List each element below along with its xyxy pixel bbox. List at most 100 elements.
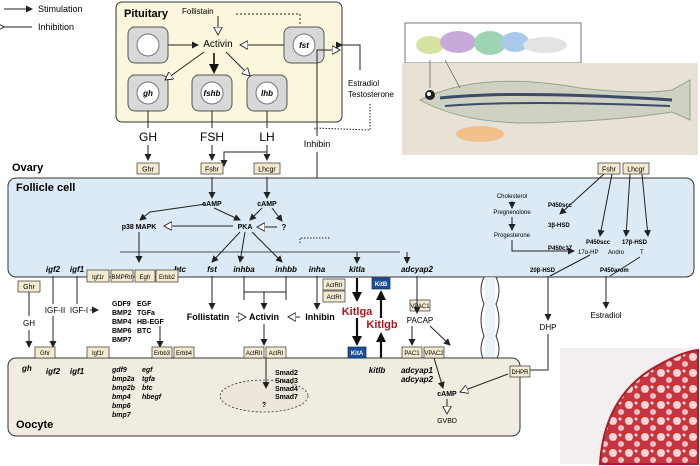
receptor-lhcgr-right: Lhcgr xyxy=(627,167,645,174)
oocyte-egf-gene: btc xyxy=(142,385,153,392)
gdf-list-item: BMP4 xyxy=(112,319,132,326)
egf-list-item: BTC xyxy=(137,328,151,335)
camp-2: cAMP xyxy=(257,201,277,208)
gene-inhba: inhba xyxy=(233,265,255,274)
oocyte-gene-gh: gh xyxy=(21,364,32,373)
middle-dhp: DHP xyxy=(540,323,557,332)
pituitary-title: Pituitary xyxy=(124,8,169,20)
legend-inhibition: Inhibition xyxy=(38,22,74,32)
oocyte-gene-igf1: igf1 xyxy=(70,367,85,376)
middle-inhibin: Inhibin xyxy=(305,312,335,322)
legend-stimulation: Stimulation xyxy=(38,4,83,14)
middle-kitlga: Kitlga xyxy=(342,306,373,318)
receptor-igf1r-oocyte: Igf1r xyxy=(92,351,104,357)
receptor-erbb3: Erbb3 xyxy=(154,351,171,357)
pit-fst-gene: fst xyxy=(299,41,309,50)
steroid-17ahp: 17α-HP xyxy=(578,250,598,256)
hormone-testosterone: Testosterone xyxy=(348,90,394,99)
steroid-t: T xyxy=(640,250,644,256)
receptor-fshr-top: Fshr xyxy=(205,167,220,174)
pit-gh-gene: gh xyxy=(142,89,153,98)
hormone-estradiol: Estradiol xyxy=(348,79,379,88)
gene-adcyap2: adcyap2 xyxy=(401,265,434,274)
gdf-list-item: BMP7 xyxy=(112,337,132,344)
steroid-3bhsd: 3β-HSD xyxy=(548,223,570,229)
oocyte-gdf-gene: bmp2a xyxy=(112,376,135,383)
unknown-factor: ? xyxy=(282,223,287,232)
steroid-pregnenolone: Pregnenolone xyxy=(493,210,531,216)
top-receptors: Ghr Fshr Lhcgr Fshr Lhcgr xyxy=(136,162,650,175)
receptor-bmpr: BMPRII xyxy=(112,275,133,281)
receptor-actrii-oocyte: ActRII xyxy=(246,351,263,357)
nucleus-unknown: ? xyxy=(262,402,266,409)
pit-lhb-gene: lhb xyxy=(261,89,273,98)
oocyte-gene-adcyap1: adcyap1 xyxy=(401,366,434,375)
oocyte-histology-photo xyxy=(560,348,699,465)
steroid-p450scc: P450scc xyxy=(548,203,573,209)
hormone-gh: GH xyxy=(139,130,157,144)
smad-item: Smad2 xyxy=(275,370,298,377)
receptor-erbb4: Erbb4 xyxy=(176,351,193,357)
pka: PKA xyxy=(238,224,253,231)
hormone-inhibin: Inhibin xyxy=(304,139,331,149)
hormone-lh: LH xyxy=(259,130,274,144)
receptor-vpac2: VPAC2 xyxy=(424,351,444,357)
oocyte-gdf-gene: bmp4 xyxy=(112,394,131,401)
oocyte-egf-gene: tgfa xyxy=(142,376,155,383)
oocyte-gene-igf2: igf2 xyxy=(46,367,61,376)
gene-igf1: igf1 xyxy=(70,265,85,274)
pituitary-panel: Pituitary Follistain fst Activin gh fshb… xyxy=(115,1,343,123)
receptor-dhpr: DHPR xyxy=(511,370,529,376)
steroid-progesterone: Progesterone xyxy=(494,233,531,239)
steroid-p450c17: P450c17 xyxy=(548,246,573,252)
oocyte-gdf-gene: gdf9 xyxy=(111,367,127,374)
gene-fst: fst xyxy=(207,265,217,274)
activin-label: Activin xyxy=(203,39,232,50)
receptor-erbb2: Erbb2 xyxy=(159,275,176,281)
oocyte-gene-kitlb: kitlb xyxy=(369,366,386,375)
ovary-label: Ovary xyxy=(12,162,44,174)
oocyte-gdf-gene: bmp7 xyxy=(112,412,132,419)
follistatin-label: Follistain xyxy=(182,7,214,16)
hormone-fsh: FSH xyxy=(200,130,224,144)
zebrafish-illustration xyxy=(402,22,698,155)
receptor-pac1: PAC1 xyxy=(404,351,420,357)
steroid-p450arom: P450arom xyxy=(600,268,629,274)
legend: Stimulation Inhibition xyxy=(4,4,83,32)
pit-fshb-gene: fshb xyxy=(204,89,221,98)
gene-igf2: igf2 xyxy=(46,265,61,274)
receptor-actrii-follicle: ActRII xyxy=(326,283,343,289)
gdf-bmp-list: GDF9 BMP2 BMP4 BMP6 BMP7 xyxy=(112,301,132,344)
camp-1: cAMP xyxy=(202,201,222,208)
egf-list-item: EGF xyxy=(137,301,152,308)
middle-pacap: PACAP xyxy=(407,316,434,325)
gap-junction-icon xyxy=(480,276,500,361)
egf-list-item: TGFa xyxy=(137,310,155,317)
oocyte-gene-adcyap2: adcyap2 xyxy=(401,375,434,384)
receptor-kitb: KitB xyxy=(375,282,388,288)
oocyte-title: Oocyte xyxy=(16,419,53,431)
follicle-title: Follicle cell xyxy=(16,182,75,194)
receptor-vpac1: VPAC1 xyxy=(410,304,430,310)
oocyte-egf-gene: hbegf xyxy=(142,394,162,401)
oocyte-gdf-gene: bmp6 xyxy=(112,403,131,410)
oocyte-gvbd: GVBD xyxy=(437,418,457,425)
receptor-actri-follicle: ActRI xyxy=(327,295,342,301)
middle-estradiol: Estradiol xyxy=(590,311,621,320)
receptor-ghr-middle: Ghr xyxy=(23,284,35,291)
steroid-andro: Andro xyxy=(608,250,625,256)
smad-item: Smad7 xyxy=(275,394,298,401)
gene-btc: btc xyxy=(174,265,187,274)
steroid-17bhsd: 17β-HSD xyxy=(622,240,648,246)
gene-inha: inha xyxy=(309,265,326,274)
pituitary-cell-icon xyxy=(136,33,160,57)
nucleus-region xyxy=(219,379,309,413)
receptor-ghr-oocyte: Ghr xyxy=(40,351,50,357)
middle-activin: Activin xyxy=(249,312,279,322)
receptor-egfr: Egfr xyxy=(139,275,150,281)
follicle-cell-panel: Follicle cell cAMP cAMP p38 MAPK PKA ? i… xyxy=(7,173,695,312)
steroid-20bhsd: 20β-HSD xyxy=(530,268,556,274)
middle-region: Ghr GH IGF-II IGF-I GDF9 BMP2 BMP4 BMP6 … xyxy=(17,276,622,374)
smad-item: Smad3 xyxy=(275,378,298,385)
p38-mapk: p38 MAPK xyxy=(122,224,157,231)
